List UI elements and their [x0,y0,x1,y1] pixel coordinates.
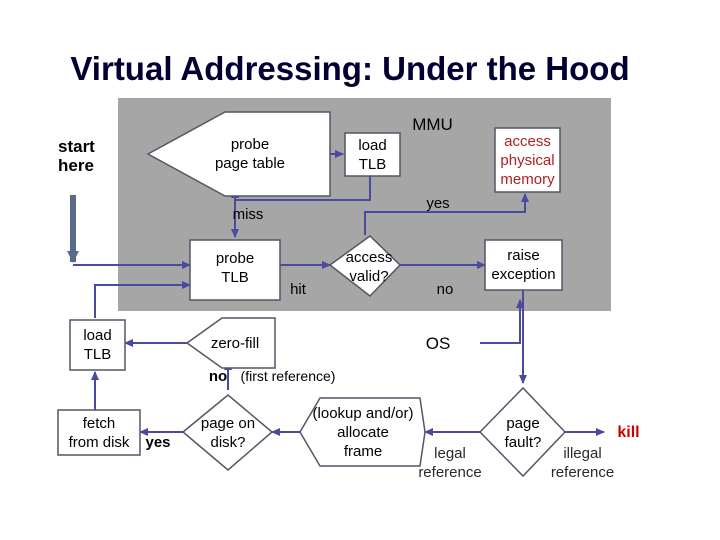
arrow-load-to-probe [231,176,371,238]
access-memory-node [494,127,561,193]
load-tlb-bottom-node [69,319,126,371]
probe-tlb-label: probe TLB [215,250,255,286]
access-valid-label: access valid? [345,249,393,285]
edge-legal-reference: legal reference [418,445,482,481]
os-label: OS [425,334,451,353]
page-fault-node [478,386,567,478]
arrow-yes-memory [364,193,529,235]
arrow-os-loop [480,299,524,344]
load-tlb-top-node [344,132,401,177]
raise-exception-label: raise exception [491,247,556,283]
page-fault-label: page fault? [504,415,542,451]
arrow-load-bottom-to-probe [94,281,191,318]
edge-kill: kill [617,424,640,441]
fetch-from-disk-label: fetch from disk [68,415,130,451]
edge-first-reference: (first reference) [240,368,336,384]
page-title: Virtual Addressing: Under the Hood [70,50,630,87]
lookup-node [299,397,426,467]
edge-no-access: no [436,281,454,298]
edge-no-first-ref: no [208,368,228,385]
edge-yes-disk: yes [145,434,171,451]
probe-page-table-label: probe page table [214,136,286,172]
zero-fill-label: zero-fill [210,335,260,352]
page-on-disk-node [181,394,274,471]
load-tlb-bottom-label: load TLB [83,327,112,363]
lookup-allocate-label: (lookup and/or) allocate frame [312,405,414,460]
access-memory-label: access physical memory [500,133,555,188]
edge-miss: miss [232,206,264,223]
edge-hit: hit [290,281,306,298]
edge-yes-top: yes [426,195,450,212]
mmu-label: MMU [412,115,453,134]
access-valid-node [328,235,402,298]
page-on-disk-label: page on disk? [200,415,256,451]
load-tlb-top-label: load TLB [358,137,387,173]
start-label: start here [58,137,95,175]
raise-exception-node [484,239,563,291]
probe-page-table-node [146,111,331,197]
zero-fill-node [185,317,276,369]
edge-illegal-reference: illegal reference [550,445,615,481]
fetch-node [57,409,141,456]
probe-tlb-node [189,239,281,301]
